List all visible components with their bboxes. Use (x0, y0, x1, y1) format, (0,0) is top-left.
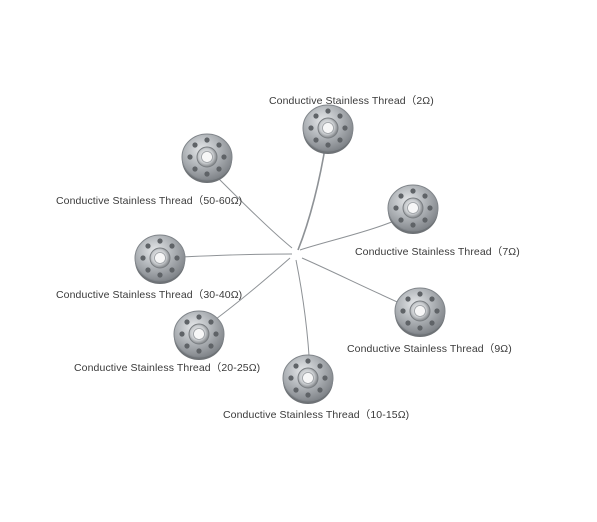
bobbin-2-ohm (302, 104, 354, 155)
label-7-ohm: Conductive Stainless Thread（7Ω) (355, 246, 520, 258)
label-50-60-ohm: Conductive Stainless Thread（50-60Ω) (56, 195, 243, 207)
label-2-ohm: Conductive Stainless Thread（2Ω) (269, 95, 434, 107)
bobbin-10-15-ohm (282, 354, 334, 405)
bobbin-20-25-ohm (173, 310, 225, 361)
bobbin-30-40-ohm (134, 234, 186, 285)
label-10-15-ohm: Conductive Stainless Thread（10-15Ω) (223, 409, 410, 421)
label-20-25-ohm: Conductive Stainless Thread（20-25Ω) (74, 362, 261, 374)
label-9-ohm: Conductive Stainless Thread（9Ω) (347, 343, 512, 355)
bobbin-7-ohm (387, 184, 439, 235)
bobbin-9-ohm (394, 287, 446, 338)
label-30-40-ohm: Conductive Stainless Thread（30-40Ω) (56, 289, 243, 301)
bobbin-50-60-ohm (181, 133, 233, 184)
